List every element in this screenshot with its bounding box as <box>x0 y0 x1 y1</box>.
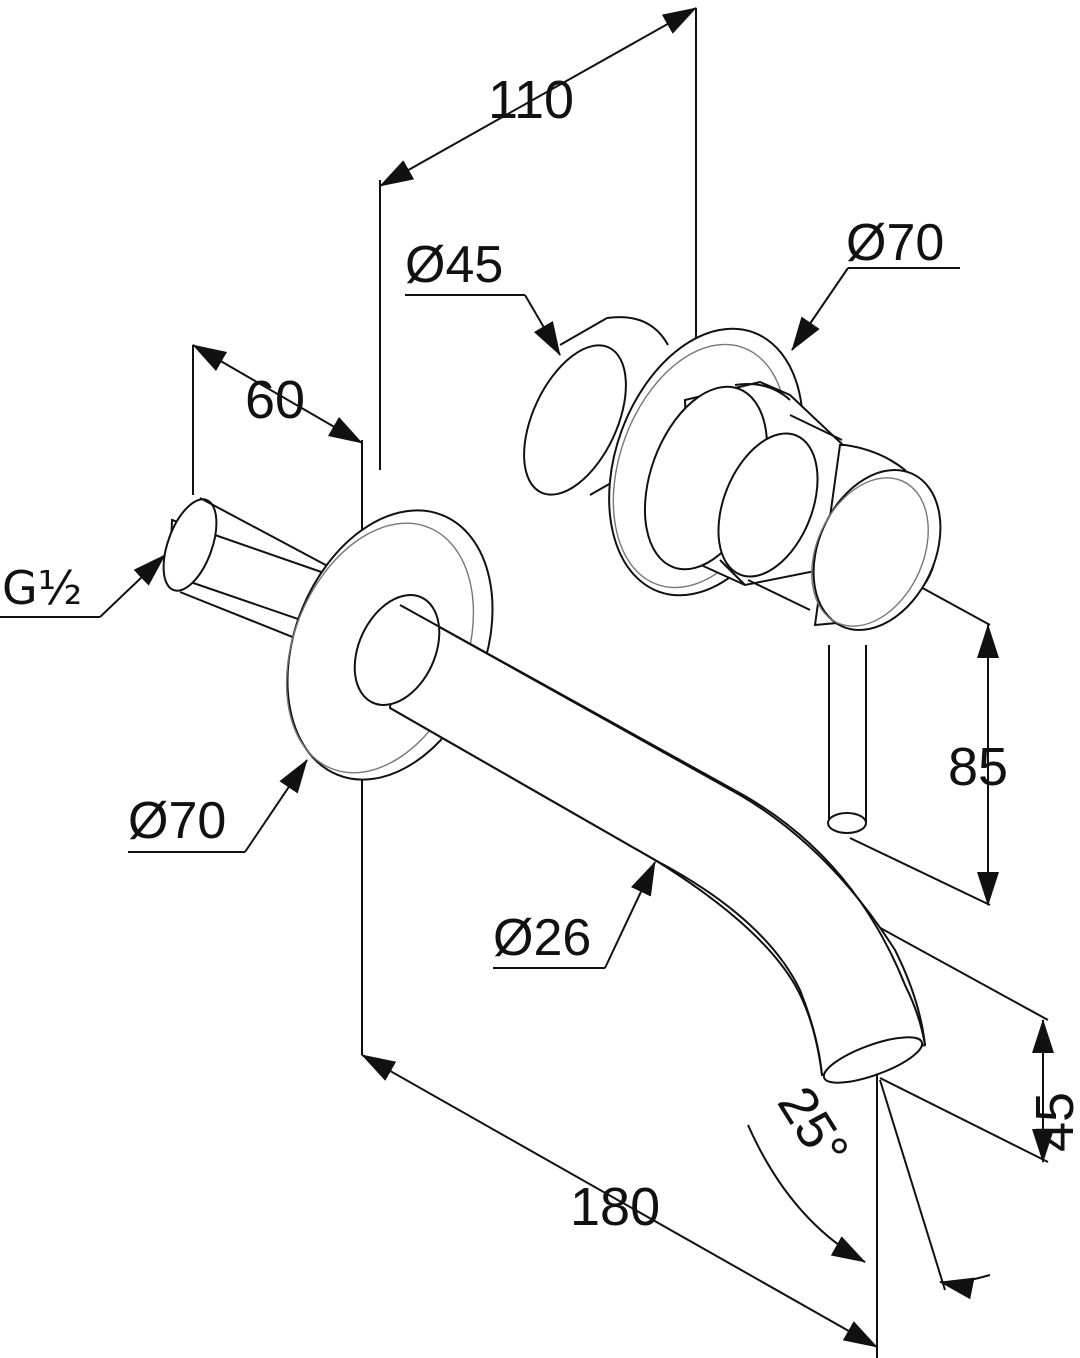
dim-angle-25-label: 25° <box>766 1076 860 1177</box>
dim-diameter-70-bottom-label: Ø70 <box>128 792 226 850</box>
dimension-labels: 110 Ø45 Ø70 60 G½ 85 Ø70 Ø26 45 180 25° <box>2 70 1080 1237</box>
dim-85-label: 85 <box>948 737 1008 797</box>
dim-180-label: 180 <box>570 1177 660 1237</box>
dim-diameter-26-label: Ø26 <box>493 909 591 967</box>
dim-diameter-70-top-label: Ø70 <box>846 214 944 272</box>
dim-g-half-label: G½ <box>2 561 82 615</box>
dim-60-label: 60 <box>245 370 305 430</box>
leader-lines <box>0 267 960 969</box>
dim-45-label: 45 <box>1025 1092 1080 1152</box>
spout-body <box>162 497 927 1084</box>
mixer-body <box>523 316 942 834</box>
dim-diameter-45-label: Ø45 <box>405 236 503 294</box>
dim-110-label: 110 <box>488 70 574 130</box>
dimension-lines <box>192 7 1054 1348</box>
